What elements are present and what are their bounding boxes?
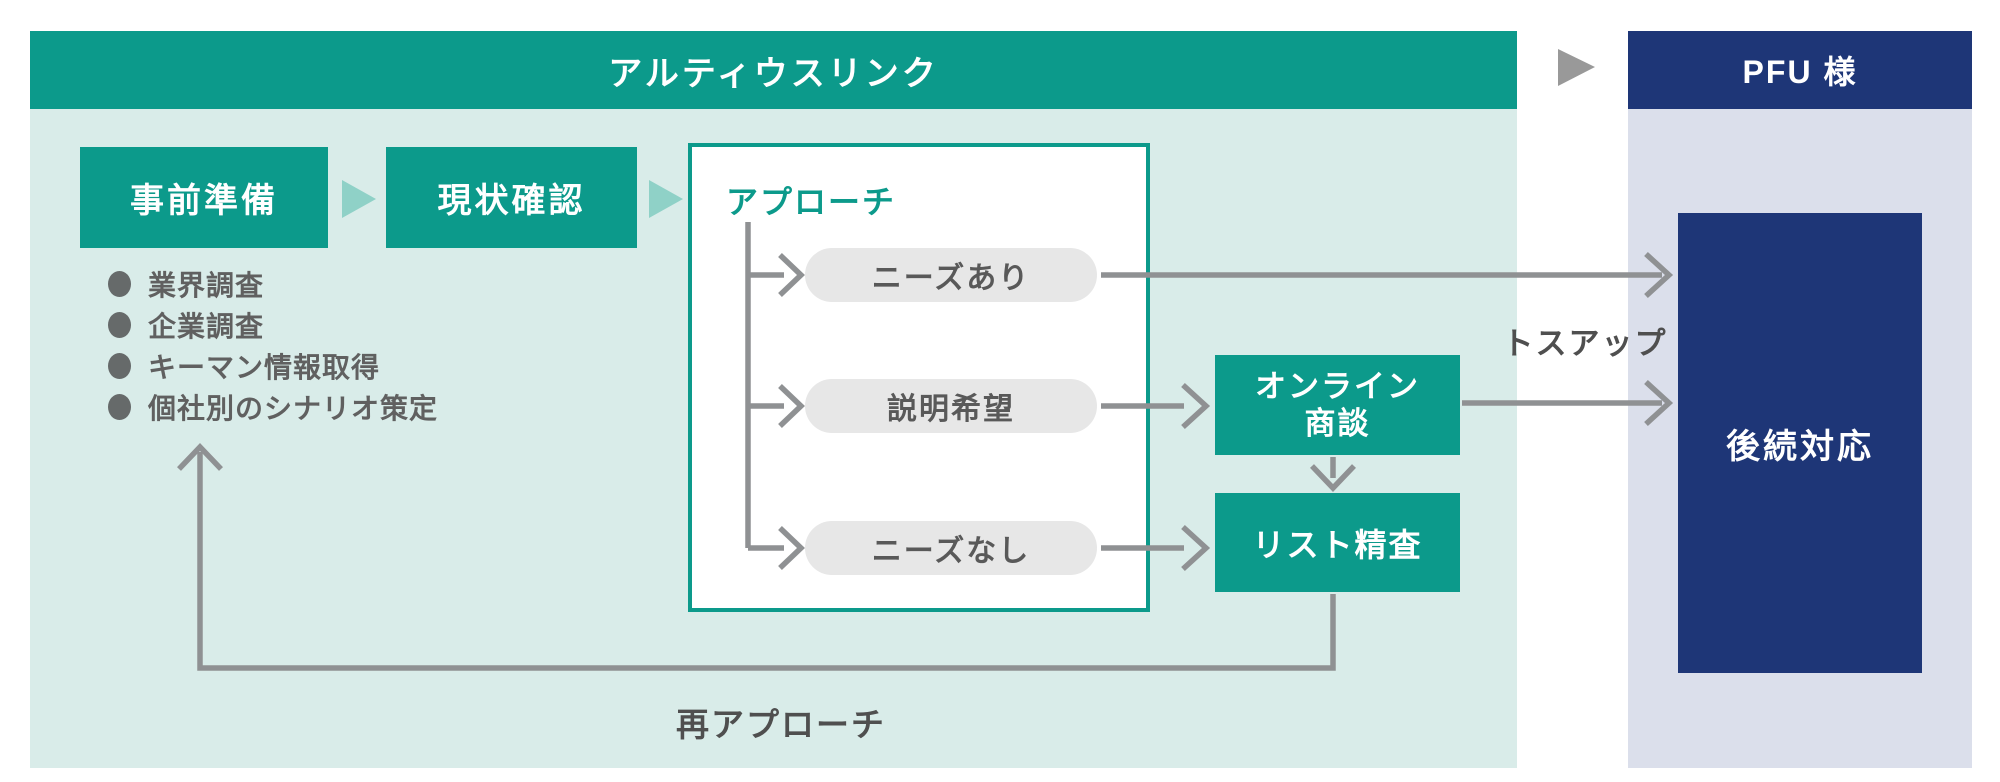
step-box-preparation: 事前準備 — [80, 147, 328, 248]
list-item-label: 個社別のシナリオ策定 — [148, 392, 439, 424]
list-item-label: キーマン情報取得 — [148, 351, 381, 383]
list-item: 業界調査 — [108, 263, 438, 304]
followup-box: 後続対応 — [1678, 213, 1922, 673]
bullet-dot-icon — [108, 311, 131, 338]
list-item-label: 企業調査 — [148, 310, 265, 342]
step-label: 現状確認 — [437, 182, 586, 220]
list-item-label: 業界調査 — [148, 269, 265, 301]
outcome-pill-needs-no: ニーズなし — [805, 521, 1097, 575]
bullet-dot-icon — [108, 393, 131, 420]
pfu-panel-header: PFU 様 — [1628, 31, 1972, 109]
altius-panel-title: アルティウスリンク — [608, 54, 939, 93]
bullet-dot-icon — [108, 270, 131, 297]
online-meeting-label-line1: オンライン — [1255, 368, 1420, 404]
altius-panel-header: アルティウスリンク — [30, 31, 1517, 109]
list-review-label: リスト精査 — [1252, 526, 1423, 563]
bullet-dot-icon — [108, 352, 131, 379]
outcome-pill-explain-request: 説明希望 — [805, 379, 1097, 433]
list-item: 企業調査 — [108, 304, 438, 345]
step-label: 事前準備 — [130, 182, 278, 220]
outcome-label: 説明希望 — [887, 393, 1015, 426]
outcome-label: ニーズなし — [871, 535, 1031, 568]
online-meeting-label-line2: 商談 — [1304, 406, 1371, 441]
outcome-label: ニーズあり — [871, 262, 1031, 295]
pfu-panel-title: PFU 様 — [1742, 54, 1858, 90]
reapproach-label: 再アプローチ — [676, 706, 886, 743]
approach-title: アプローチ — [726, 184, 897, 220]
step-box-status-check: 現状確認 — [386, 147, 637, 248]
tossup-label: トスアップ — [1502, 326, 1668, 361]
outcome-pill-needs-yes: ニーズあり — [805, 248, 1097, 302]
list-review-box: リスト精査 — [1215, 493, 1460, 592]
panel-handoff-triangle-icon — [1558, 49, 1595, 86]
followup-label: 後続対応 — [1726, 427, 1874, 466]
online-meeting-box: オンライン 商談 — [1215, 355, 1460, 455]
prep-bullet-list: 業界調査 企業調査 キーマン情報取得 個社別のシナリオ策定 — [108, 263, 438, 427]
list-item: 個社別のシナリオ策定 — [108, 386, 438, 427]
list-item: キーマン情報取得 — [108, 345, 438, 386]
